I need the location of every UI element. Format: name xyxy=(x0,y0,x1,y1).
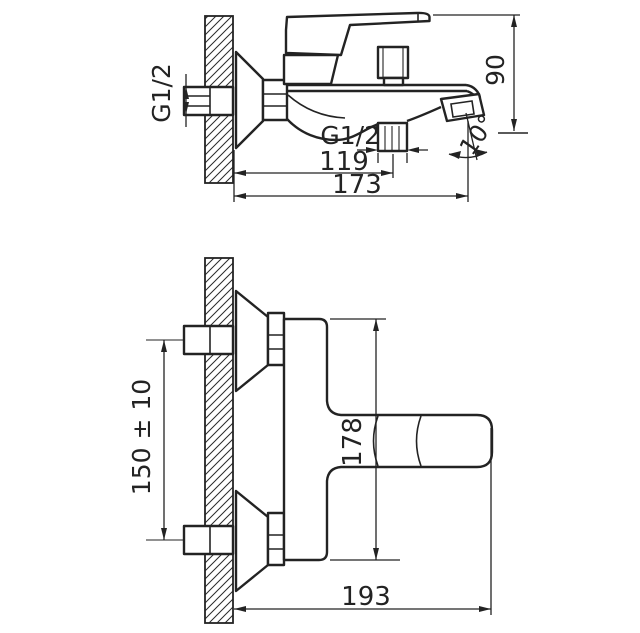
wall-section-front xyxy=(204,257,234,624)
dim-173: 173 xyxy=(234,170,468,200)
diverter-knob-side xyxy=(376,45,410,87)
front-view: 150 ± 10 178 193 xyxy=(127,257,494,624)
dim-193-label: 193 xyxy=(341,582,391,612)
escutcheon-side xyxy=(234,50,265,150)
handle-base-side xyxy=(282,53,340,86)
dim-inlet-thread: G1/2 xyxy=(147,63,189,127)
dim-height-90: 90 xyxy=(433,14,528,134)
dim-inlet-spacing: 150 ± 10 xyxy=(127,340,167,540)
escutcheons-front xyxy=(234,289,286,593)
dim-193: 193 xyxy=(234,428,492,615)
inlet-pipes-front xyxy=(146,324,235,556)
inlet-thread-label: G1/2 xyxy=(147,63,176,123)
escutcheon-bottom xyxy=(234,489,270,593)
inlet-pipe-side xyxy=(182,85,235,117)
escutcheon-top xyxy=(234,289,270,393)
dim-178-label: 178 xyxy=(338,417,368,467)
lever-handle-side xyxy=(284,11,431,57)
hex-nut-top xyxy=(266,311,286,367)
height-90-label: 90 xyxy=(481,54,510,86)
faucet-body-side xyxy=(234,11,486,153)
dim-178: 178 xyxy=(330,318,400,561)
wall-section-side xyxy=(204,15,234,184)
hex-nut-bottom xyxy=(266,511,286,567)
handle-neck-curve-2 xyxy=(415,415,422,467)
hex-nut-side xyxy=(261,78,289,122)
outlet-thread-label: G1/2 xyxy=(320,121,380,150)
body-and-handle-front xyxy=(282,317,494,562)
dim-119-label: 119 xyxy=(319,147,369,177)
side-view: G1/2 90 G1/2 119 xyxy=(147,11,528,202)
handle-neck-curve-1 xyxy=(372,415,379,467)
inlet-spacing-label: 150 ± 10 xyxy=(127,379,156,495)
dim-119: 119 xyxy=(233,147,394,202)
dim-outlet-thread: G1/2 xyxy=(320,121,428,163)
dim-spout-angle: 10° xyxy=(448,110,501,202)
dim-173-label: 173 xyxy=(332,170,382,200)
faucet-body-front xyxy=(282,317,494,562)
